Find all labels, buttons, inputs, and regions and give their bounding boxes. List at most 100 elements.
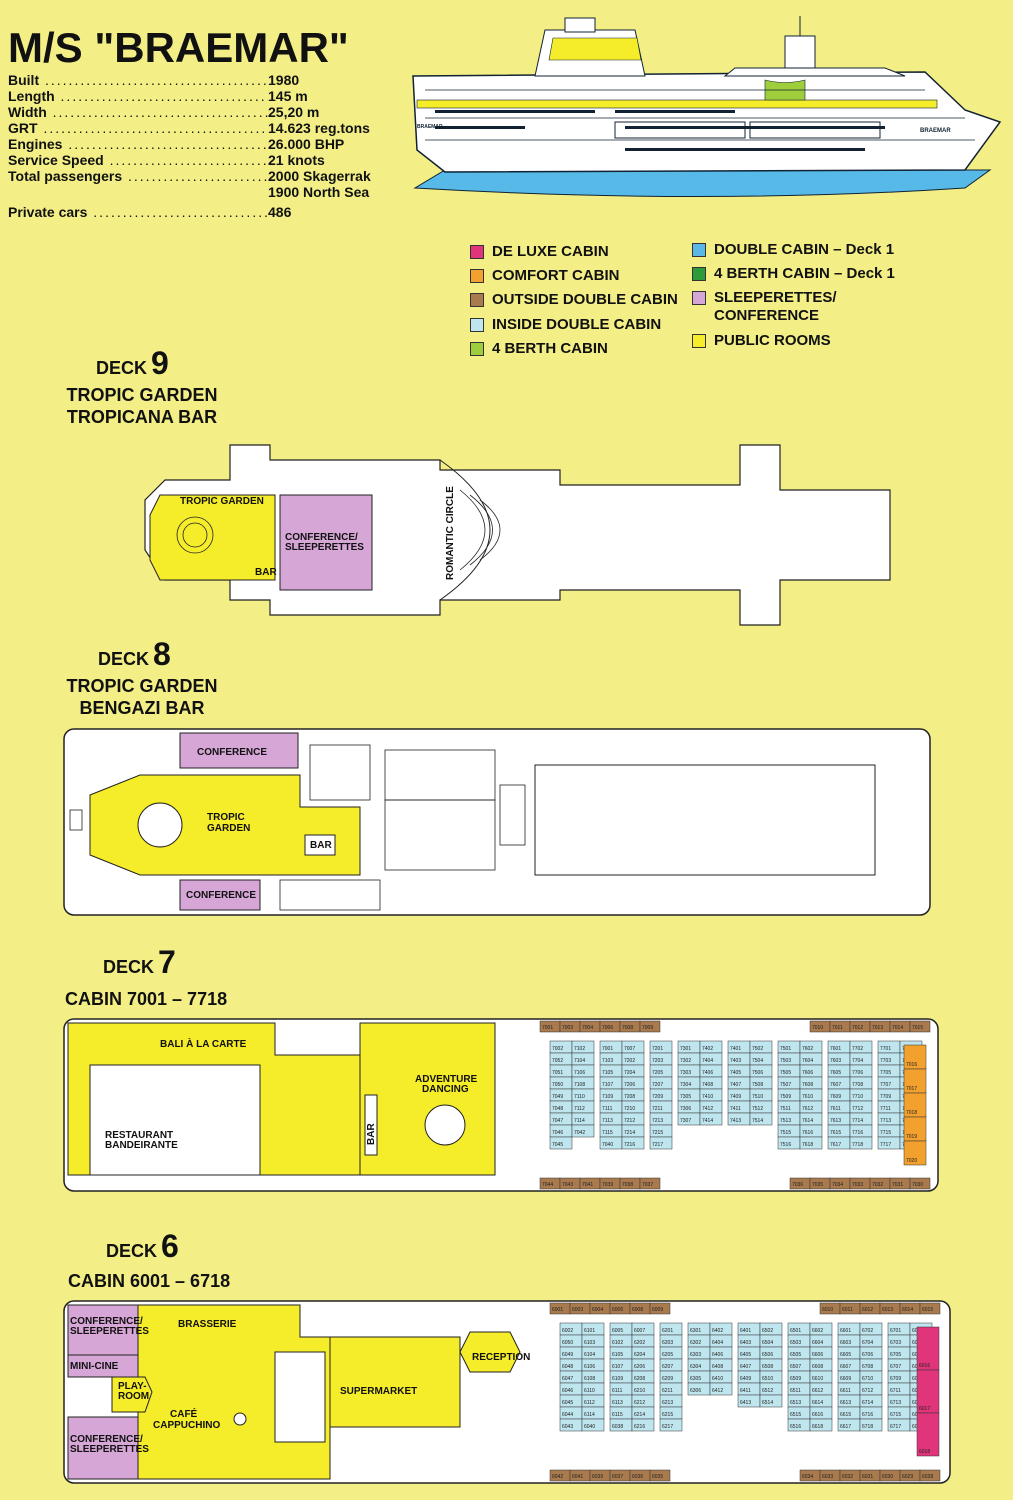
cabin-number: 6114 — [584, 1412, 595, 1418]
cabin-number: 6410 — [712, 1376, 723, 1382]
cabin-number: 7601 — [830, 1046, 841, 1052]
cabin-cell — [659, 1418, 683, 1432]
cabin-number: 7607 — [830, 1082, 841, 1088]
cabin-number: 6704 — [862, 1340, 873, 1346]
cabin-number: 7035 — [812, 1182, 823, 1188]
cabin-cell — [621, 1136, 645, 1150]
legend-item: 4 BERTH CABIN – Deck 1 — [692, 265, 895, 282]
cabin-number: 6016 — [919, 1363, 930, 1369]
legend-swatch — [470, 269, 484, 283]
cabin-number: 7042 — [574, 1130, 585, 1136]
cabin-number: 7602 — [802, 1046, 813, 1052]
spec-value: 26.000 BHP — [268, 136, 345, 152]
cabin-number: 6506 — [762, 1352, 773, 1358]
cabin-number: 6408 — [712, 1364, 723, 1370]
cabin-number: 7611 — [830, 1106, 841, 1112]
cabin-number: 6305 — [690, 1376, 701, 1382]
cabin-number: 6515 — [790, 1412, 801, 1418]
cabin-number: 7040 — [602, 1142, 613, 1148]
room-mini-cine: MINI-CINE — [70, 1361, 119, 1372]
legend-item: DOUBLE CABIN – Deck 1 — [692, 241, 894, 258]
cabin-cell — [919, 1302, 941, 1315]
page-title: M/S "BRAEMAR" — [8, 24, 349, 71]
legend-swatch — [692, 291, 706, 305]
cabin-number: 6501 — [790, 1328, 801, 1334]
cabin-number: 6616 — [812, 1412, 823, 1418]
legend-swatch — [470, 318, 484, 332]
cabin-number: 7048 — [552, 1106, 563, 1112]
cabin-number: 7701 — [880, 1046, 891, 1052]
cabin-number: 7052 — [552, 1058, 563, 1064]
cabin-number: 7115 — [602, 1130, 613, 1136]
cabin-number: 6043 — [562, 1424, 573, 1430]
cabin-cell — [749, 1112, 773, 1126]
room-bar: BAR — [255, 567, 277, 578]
spec-value: 25,20 m — [268, 104, 320, 120]
cabin-number: 6412 — [712, 1388, 723, 1394]
cabin-number: 6705 — [890, 1352, 901, 1358]
cabin-number: 6401 — [740, 1328, 751, 1334]
cabin-cell — [709, 1382, 733, 1396]
cabin-number: 6703 — [890, 1340, 901, 1346]
cabin-number: 6217 — [662, 1424, 673, 1430]
cabin-number: 6207 — [662, 1364, 673, 1370]
legend-swatch — [692, 243, 706, 257]
cabin-number: 6007 — [634, 1328, 645, 1334]
cabin-number: 6101 — [584, 1328, 595, 1334]
cabin-number: 6215 — [662, 1412, 673, 1418]
cabin-number: 7001 — [542, 1025, 553, 1031]
cabin-number: 7106 — [574, 1070, 585, 1076]
cabin-number: 6003 — [572, 1307, 583, 1313]
spec-label: Private cars ...........................… — [8, 204, 268, 220]
cabin-number: 7007 — [624, 1046, 635, 1052]
cabin-number: 7011 — [832, 1025, 843, 1031]
cabin-number: 6044 — [562, 1412, 573, 1418]
cabin-number: 7711 — [880, 1106, 891, 1112]
cabin-number: 6607 — [840, 1364, 851, 1370]
cabin-number: 7414 — [702, 1118, 713, 1124]
cabin-number: 7206 — [624, 1082, 635, 1088]
cabin-number: 6601 — [840, 1328, 851, 1334]
room-tropic: TROPIC — [207, 812, 245, 823]
cabin-number: 7209 — [652, 1094, 663, 1100]
cabin-number: 7702 — [852, 1046, 863, 1052]
cabin-number: 6204 — [634, 1352, 645, 1358]
cabin-number: 7706 — [852, 1070, 863, 1076]
stern-name: BRAEMAR — [417, 124, 443, 130]
cabin-number: 6611 — [840, 1388, 851, 1394]
cabin-number: 6009 — [652, 1307, 663, 1313]
cabin-number: 7030 — [912, 1182, 923, 1188]
cabin-number: 6042 — [552, 1474, 563, 1480]
cabin-number: 6108 — [584, 1376, 595, 1382]
cabin-number: 7204 — [624, 1070, 635, 1076]
cabin-number: 7501 — [780, 1046, 791, 1052]
cabin-number: 7110 — [574, 1094, 585, 1100]
cabin-number: 7617 — [830, 1142, 841, 1148]
cabin-number: 7010 — [812, 1025, 823, 1031]
cabin-number: 7210 — [624, 1106, 635, 1112]
cabin-number: 6413 — [740, 1400, 751, 1406]
cabin-cell — [919, 1469, 941, 1482]
cabin-number: 6006 — [612, 1307, 623, 1313]
cabin-number: 7404 — [702, 1058, 713, 1064]
deck-8-plan: CONFERENCE CONFERENCE TROPIC GARDEN BAR — [63, 728, 931, 916]
cabin-number: 7715 — [880, 1130, 891, 1136]
cabin-number: 7036 — [792, 1182, 803, 1188]
cabin-number: 6109 — [612, 1376, 623, 1382]
cabin-number: 7013 — [872, 1025, 883, 1031]
cabin-number: 6212 — [634, 1400, 645, 1406]
spec-label: Engines ................................… — [8, 136, 268, 152]
cabin-number: 6029 — [902, 1474, 913, 1480]
room-bar: BAR — [310, 840, 332, 851]
cabin-number: 7509 — [780, 1094, 791, 1100]
cabin-number: 7605 — [830, 1070, 841, 1076]
cabin-number: 6602 — [812, 1328, 823, 1334]
cabin-number: 7105 — [602, 1070, 613, 1076]
cabin-number: 6050 — [562, 1340, 573, 1346]
cabin-number: 6008 — [632, 1307, 643, 1313]
room-room: ROOM — [118, 1391, 149, 1402]
cabin-number: 6028 — [922, 1474, 933, 1480]
cabin-number: 6110 — [584, 1388, 595, 1394]
cabin-number: 7113 — [602, 1118, 613, 1124]
